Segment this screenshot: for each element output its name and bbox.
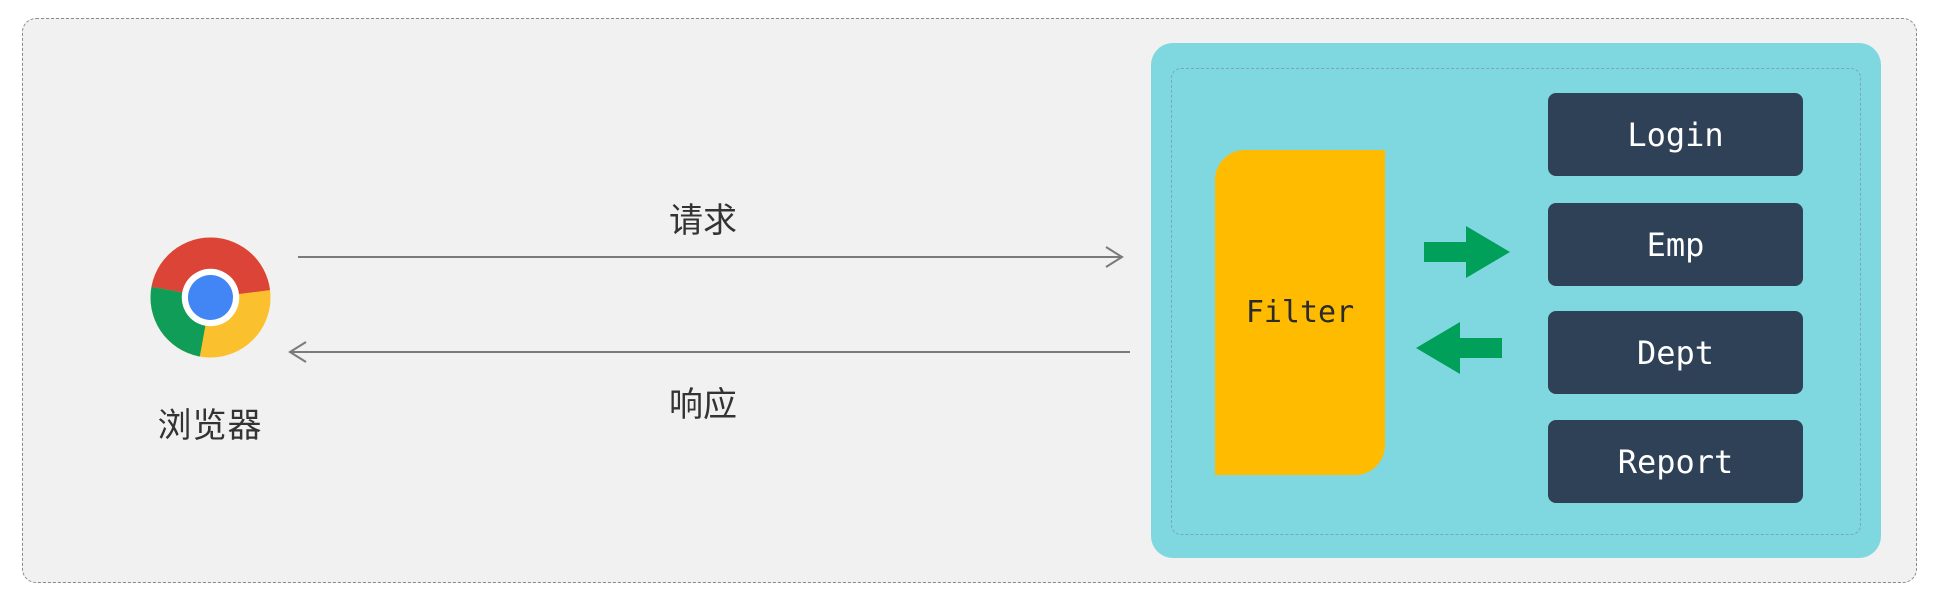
- module-login: Login: [1548, 93, 1803, 176]
- module-emp: Emp: [1548, 203, 1803, 286]
- browser-label: 浏览器: [157, 406, 263, 446]
- chrome-browser-icon: [150, 237, 271, 358]
- module-report: Report: [1548, 420, 1803, 503]
- request-arrow: [298, 246, 1124, 268]
- flow-arrows: [288, 246, 1130, 363]
- filter-green-arrows: [1416, 226, 1510, 374]
- filter-block: Filter: [1215, 150, 1385, 475]
- server-inner-boundary: [1171, 68, 1861, 535]
- request-label: 请求: [669, 201, 737, 241]
- back-arrow-icon: [1416, 322, 1502, 374]
- response-label: 响应: [669, 385, 737, 425]
- filter-label: Filter: [1245, 295, 1355, 330]
- response-arrow: [288, 341, 1130, 363]
- module-dept: Dept: [1548, 311, 1803, 394]
- forward-arrow-icon: [1424, 226, 1510, 278]
